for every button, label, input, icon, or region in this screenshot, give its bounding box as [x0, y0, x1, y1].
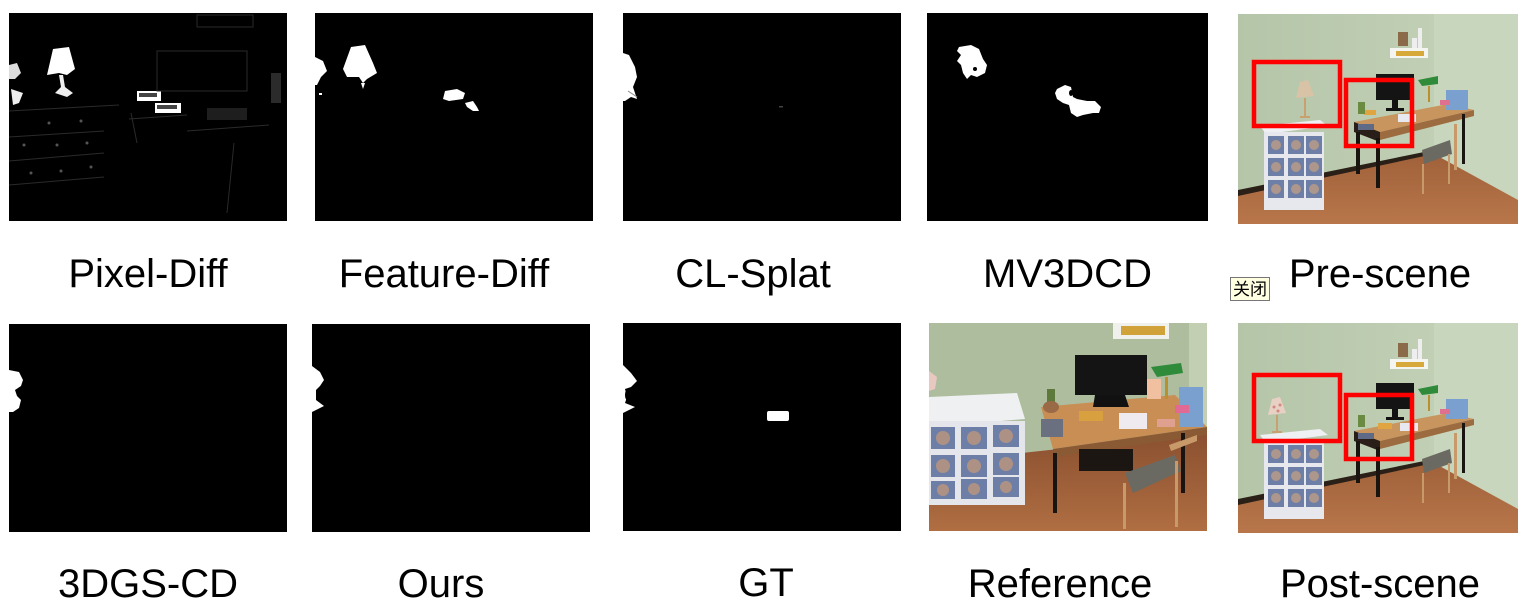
- gt-mask-image: [623, 323, 901, 531]
- panel-label-pixel-diff: Pixel-Diff: [68, 252, 228, 296]
- ours-mask-image: [312, 324, 590, 532]
- feature-diff-mask-image: [315, 13, 593, 221]
- panel-label-ours: Ours: [397, 562, 485, 606]
- 3dgs-cd-mask-image: [9, 324, 287, 532]
- mv3dcd-mask-image: [927, 13, 1208, 221]
- cl-splat-mask-image: [623, 13, 901, 221]
- post-scene-render-image: [1238, 323, 1518, 533]
- panel-label-feature-diff: Feature-Diff: [338, 252, 550, 296]
- panel-label-cl-splat: CL-Splat: [675, 252, 831, 296]
- panel-label-gt: GT: [738, 561, 794, 605]
- pre-scene-render-image: [1238, 14, 1518, 224]
- panel-label-reference: Reference: [967, 562, 1153, 606]
- panel-label-mv3dcd: MV3DCD: [983, 252, 1152, 296]
- pixel-diff-mask-image: [9, 13, 287, 221]
- panel-label-post-scene: Post-scene: [1279, 562, 1481, 606]
- reference-render-image: [929, 323, 1207, 531]
- close-tooltip-button[interactable]: 关闭: [1230, 277, 1270, 301]
- panel-label-pre-scene: Pre-scene: [1288, 252, 1472, 296]
- panel-label-3dgs-cd: 3DGS-CD: [57, 562, 239, 606]
